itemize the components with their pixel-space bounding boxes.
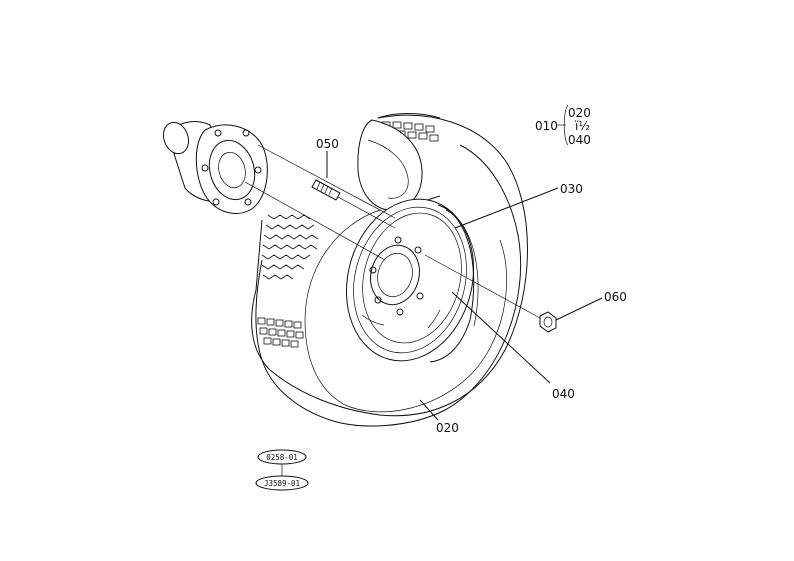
code-upper: 0258-01: [266, 453, 298, 462]
callout-range-start: 020: [568, 106, 591, 120]
callout-060: 060: [604, 290, 627, 304]
callout-010: 010: [535, 119, 558, 133]
inner-tube: [357, 119, 441, 211]
callout-040: 040: [552, 387, 575, 401]
leader-lines: [326, 104, 603, 421]
tire: [251, 113, 528, 427]
callout-range-sep: ï½: [574, 119, 590, 133]
callout-range-end: 040: [568, 133, 591, 147]
callout-030: 030: [560, 182, 583, 196]
code-lower: J3589-01: [264, 479, 300, 488]
callout-020: 020: [436, 421, 459, 435]
code-badge-lower: [255, 475, 309, 491]
axle-hub: [162, 121, 396, 261]
wheel-nut: [424, 254, 557, 333]
reference-codes: 0258-01 J3589-01: [255, 449, 309, 491]
wheel-rim: [345, 198, 479, 363]
stud-bolt: [311, 179, 396, 229]
callout-050: 050: [316, 137, 339, 151]
